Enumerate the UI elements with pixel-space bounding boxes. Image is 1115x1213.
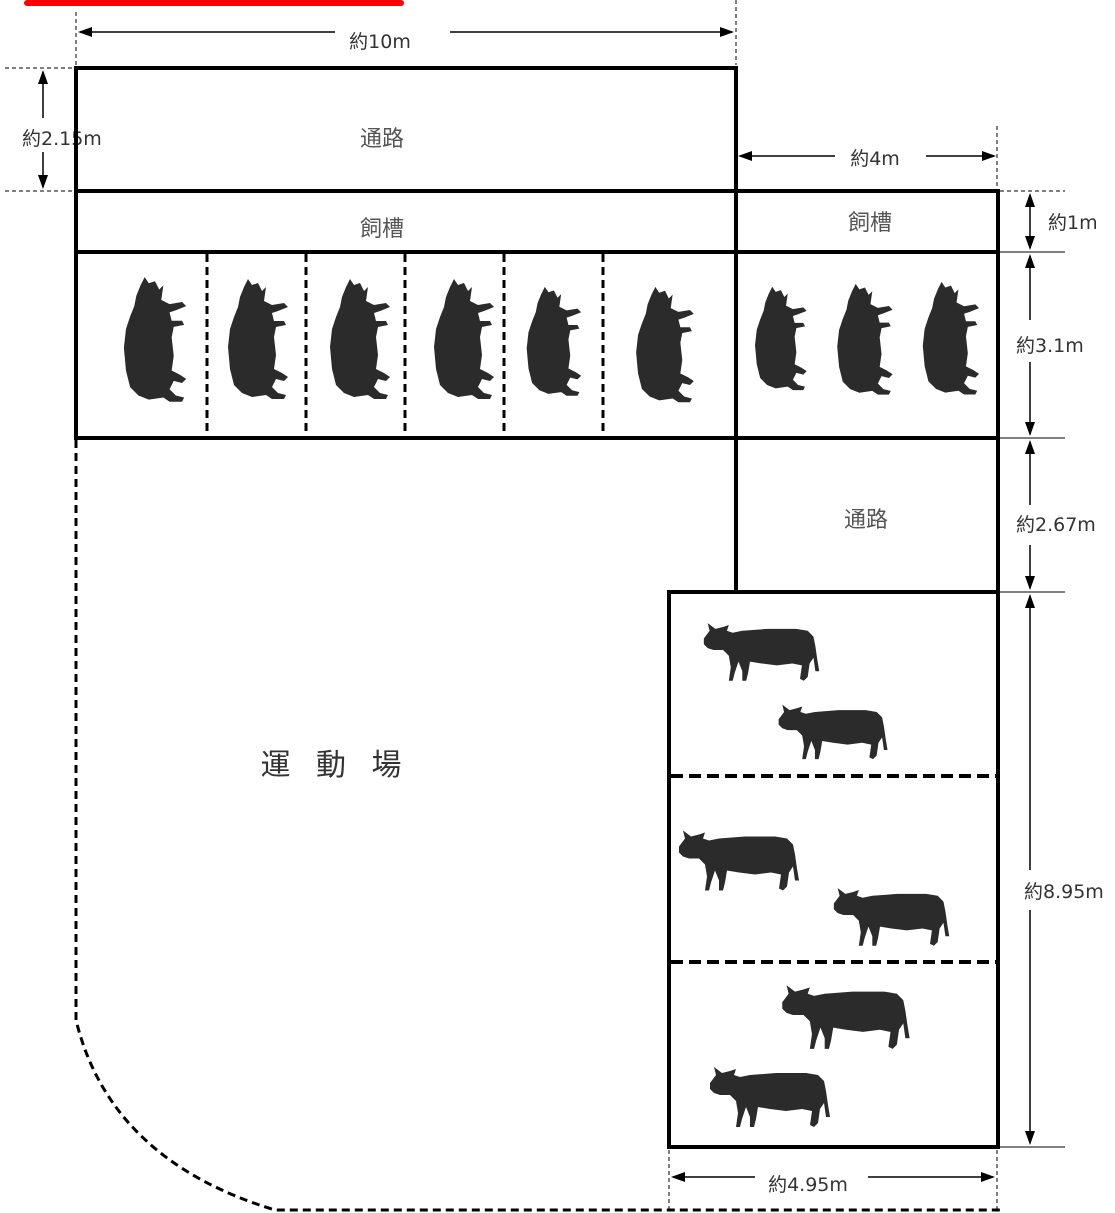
cow-icon — [710, 1067, 830, 1127]
arrow-icon — [1025, 236, 1035, 250]
cow-icon — [755, 286, 807, 391]
cow-icon — [922, 281, 980, 395]
arrow-icon — [1025, 1131, 1035, 1145]
arrow-icon — [1025, 576, 1035, 590]
feed-trough-left-label: 飼槽 — [360, 217, 404, 242]
passage-top-label: 通路 — [360, 127, 404, 152]
arrow-icon — [1025, 440, 1035, 454]
passage-right-label: 通路 — [844, 508, 888, 533]
arrow-icon — [1025, 594, 1035, 608]
arrow-icon — [981, 1172, 995, 1182]
passage-top — [74, 66, 738, 193]
tie-stall-row — [74, 250, 1000, 440]
feed-trough-right-label: 飼槽 — [848, 211, 892, 236]
cow-icon — [782, 985, 910, 1049]
cow-icon — [837, 283, 893, 395]
arrow-icon — [982, 151, 996, 161]
cow-icon — [228, 279, 288, 399]
group-pen — [667, 590, 1000, 1149]
dim-passage-right-height: 約2.67m — [1016, 514, 1096, 536]
dim-passage-height: 約2.15m — [22, 128, 102, 150]
title-bar — [24, 0, 404, 6]
stall-dividers — [205, 254, 605, 436]
cow-icon — [679, 830, 799, 891]
exercise-yard-label: 運 動 場 — [260, 748, 409, 783]
arrow-icon — [720, 27, 734, 37]
cow-icon — [636, 286, 694, 403]
dim-pen-width: 約4.95m — [768, 1174, 848, 1196]
dim-top-width: 約10m — [349, 31, 411, 53]
pen-cows — [679, 623, 950, 1127]
cow-icon — [778, 704, 888, 760]
arrow-icon — [1025, 422, 1035, 436]
cow-icon — [703, 623, 820, 681]
arrow-icon — [78, 27, 92, 37]
dim-pen-height: 約8.95m — [1024, 881, 1104, 903]
arrow-icon — [738, 151, 752, 161]
arrow-icon — [38, 70, 48, 84]
cow-icon — [330, 279, 390, 399]
arrow-icon — [1025, 193, 1035, 207]
cow-icon — [123, 277, 187, 402]
arrow-icon — [38, 175, 48, 189]
dim-stall-height: 約3.1m — [1016, 335, 1084, 357]
exercise-yard-boundary — [74, 440, 1000, 1212]
tie-stall-cows — [123, 277, 980, 403]
cow-icon — [434, 279, 494, 399]
cow-icon — [526, 286, 582, 396]
arrow-icon — [1025, 254, 1035, 268]
dim-trough-height: 約1m — [1048, 212, 1098, 234]
arrow-icon — [671, 1172, 685, 1182]
cow-icon — [833, 888, 950, 946]
dim-right-top-width: 約4m — [850, 148, 900, 170]
